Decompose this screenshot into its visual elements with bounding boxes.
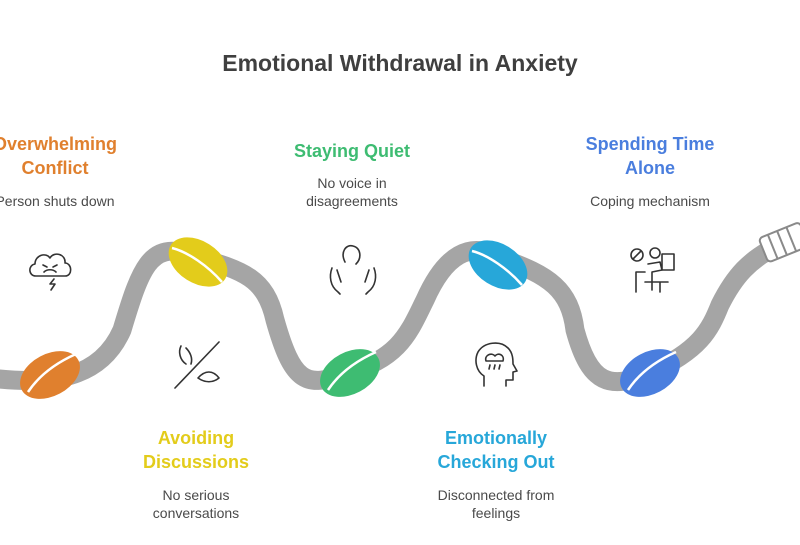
step-title-staying-quiet: Staying Quiet — [257, 139, 447, 163]
step-title-line: Emotionally — [444, 428, 547, 448]
step-title-avoiding-discussions: Avoiding Discussions — [101, 426, 291, 474]
page-title: Emotional Withdrawal in Anxiety — [222, 50, 578, 76]
knot-yellow — [168, 237, 228, 287]
step-description-line: Coping mechanism — [590, 193, 710, 209]
step-description-line: Disconnected from — [437, 487, 555, 503]
head-cloud-icon — [475, 342, 518, 387]
rope — [0, 228, 800, 392]
step-title-line: Staying Quiet — [293, 141, 410, 161]
step-description-line: No voice in — [317, 175, 387, 191]
step-title-line: Avoiding — [157, 428, 235, 448]
step-title-line: Discussions — [142, 452, 250, 472]
step-title-emotionally-checking-out: Emotionally Checking Out — [401, 426, 591, 474]
step-description-line: No serious — [162, 487, 230, 503]
step-description-line: disagreements — [306, 193, 398, 209]
knot-orange — [20, 351, 80, 399]
step-description-avoiding-discussions: No serious conversations — [101, 486, 291, 522]
step-title-line: Conflict — [21, 158, 89, 178]
step-title-line: Spending Time — [585, 134, 715, 154]
knot-cyan — [468, 240, 528, 290]
eye-slash-icon — [174, 341, 220, 389]
knot-blue — [620, 349, 680, 397]
step-title-spending-time-alone: Spending Time Alone — [555, 132, 745, 180]
knot-green — [320, 349, 380, 397]
step-description-overwhelming-conflict: Person shuts down — [0, 192, 150, 210]
person-alone-icon — [630, 247, 675, 293]
step-description-line: feelings — [471, 505, 521, 521]
step-description-emotionally-checking-out: Disconnected from feelings — [401, 486, 591, 522]
step-title-line: Alone — [624, 158, 675, 178]
step-description-spending-time-alone: Coping mechanism — [555, 192, 745, 210]
step-description-staying-quiet: No voice in disagreements — [257, 174, 447, 210]
storm-cloud-icon — [29, 253, 72, 291]
step-title-line: Checking Out — [437, 452, 555, 472]
step-description-line: conversations — [152, 505, 240, 521]
step-title-line: Overwhelming — [0, 134, 118, 154]
step-title-overwhelming-conflict: Overwhelming Conflict — [0, 132, 150, 180]
step-description-line: Person shuts down — [0, 193, 115, 209]
hands-silence-icon — [329, 244, 377, 295]
rope-end-cap — [758, 222, 800, 263]
